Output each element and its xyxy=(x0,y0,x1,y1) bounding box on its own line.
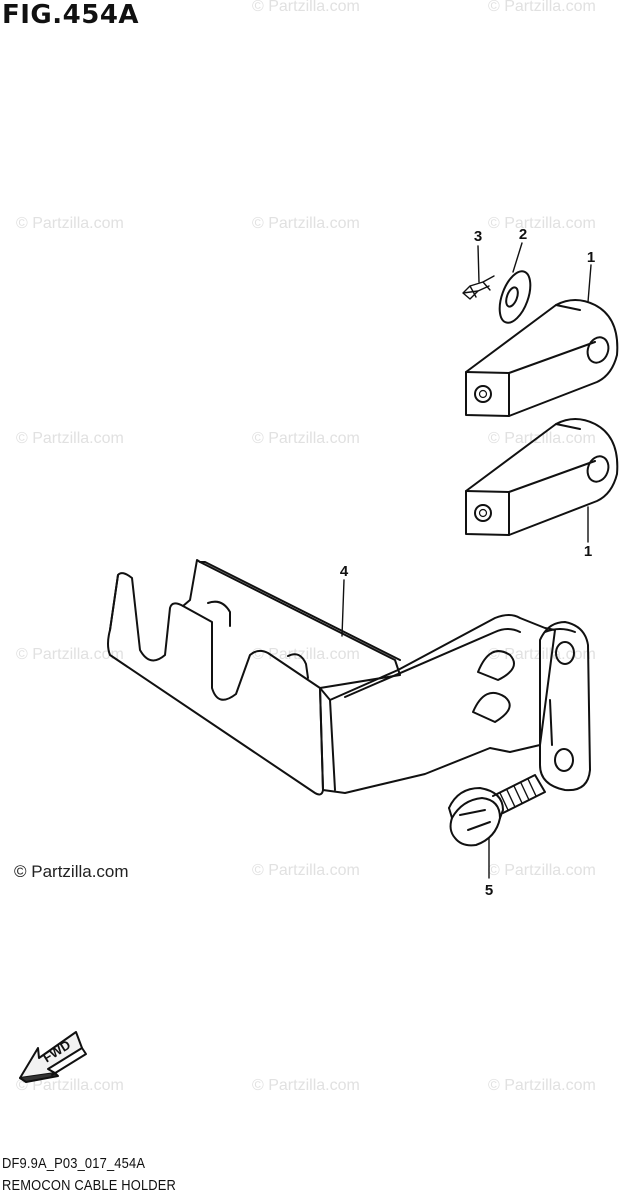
callout-1-top: 1 xyxy=(587,249,595,266)
washer-part xyxy=(498,270,532,324)
figure-title: FIG.454A xyxy=(2,0,140,30)
watermark: © Partzilla.com xyxy=(488,862,596,879)
lever-top-part xyxy=(465,299,619,417)
watermark: © Partzilla.com xyxy=(252,862,360,879)
fwd-arrow-icon: FWD xyxy=(19,1031,87,1083)
callout-4: 4 xyxy=(340,563,349,580)
cable-holder-bracket-part xyxy=(107,559,591,796)
callout-5: 5 xyxy=(485,882,493,899)
watermark: © Partzilla.com xyxy=(16,215,124,232)
watermark: © Partzilla.com xyxy=(16,430,124,447)
watermark: © Partzilla.com xyxy=(252,0,360,15)
callout-2: 2 xyxy=(519,226,527,243)
watermark: © Partzilla.com xyxy=(488,0,596,15)
spring-pin-part xyxy=(462,275,495,300)
watermark: © Partzilla.com xyxy=(252,646,360,663)
callout-3: 3 xyxy=(474,228,482,245)
lever-bottom-part xyxy=(465,418,619,536)
watermark: © Partzilla.com xyxy=(488,215,596,232)
diagram-name: REMOCON CABLE HOLDER xyxy=(2,1177,177,1194)
leader-lines xyxy=(341,242,592,879)
watermark: © Partzilla.com xyxy=(488,1077,596,1094)
watermark: © Partzilla.com xyxy=(16,646,124,663)
flange-bolt-part xyxy=(448,774,546,847)
watermark: © Partzilla.com xyxy=(252,1077,360,1094)
diagram-code: DF9.9A_P03_017_454A xyxy=(2,1155,146,1172)
watermark: © Partzilla.com xyxy=(252,215,360,232)
watermark: © Partzilla.com xyxy=(252,430,360,447)
callout-1-bottom: 1 xyxy=(584,543,592,560)
watermark: © Partzilla.com xyxy=(488,430,596,447)
watermark: © Partzilla.com xyxy=(488,646,596,663)
watermark: © Partzilla.com xyxy=(16,1077,124,1094)
copyright-notice: © Partzilla.com xyxy=(14,862,129,881)
